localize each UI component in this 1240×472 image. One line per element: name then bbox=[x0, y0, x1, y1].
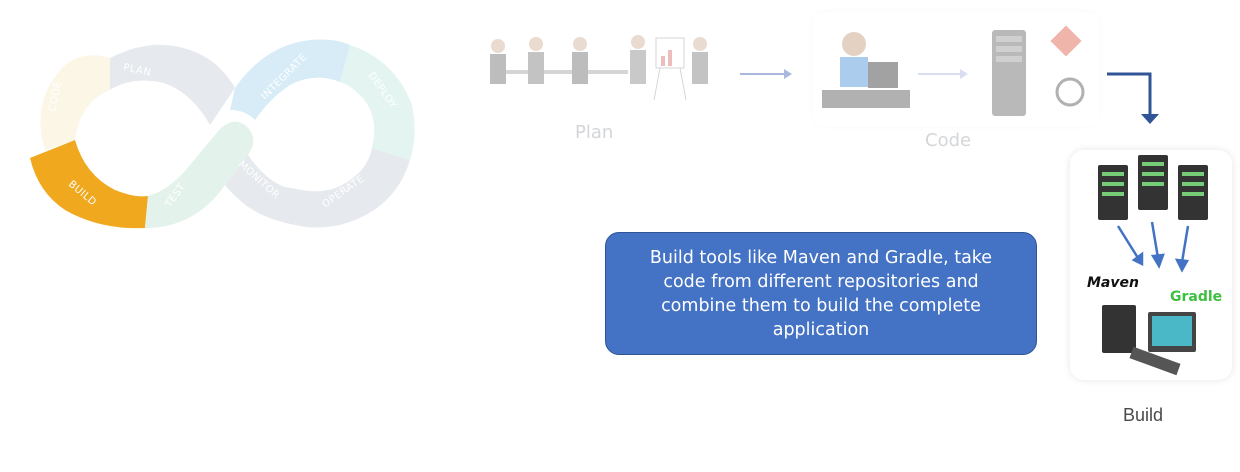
arrow-right-icon bbox=[740, 69, 792, 79]
connector-arrow bbox=[1107, 72, 1159, 124]
loop-segment-code bbox=[40, 55, 110, 150]
loop-segment-deploy bbox=[340, 45, 415, 160]
person-icon bbox=[692, 37, 708, 84]
plan-meeting-illustration bbox=[490, 35, 708, 101]
loop-segment-monitor bbox=[225, 155, 302, 225]
person-icon bbox=[528, 37, 544, 84]
developer-icon bbox=[822, 32, 910, 108]
loop-segment-plan bbox=[110, 44, 235, 125]
callout-box: Build tools like Maven and Gradle, take … bbox=[605, 232, 1037, 355]
git-icon bbox=[1050, 25, 1082, 57]
loop-segment-integrate bbox=[230, 39, 350, 120]
person-icon bbox=[490, 39, 506, 84]
server-icon bbox=[1098, 165, 1128, 220]
person-icon bbox=[572, 37, 588, 84]
server-icon bbox=[1138, 155, 1168, 210]
loop-segment-operate bbox=[295, 148, 410, 228]
flipchart-icon bbox=[653, 37, 687, 101]
devops-infinity-loop: PLAN INTEGRATE DEPLOY OPERATE MONITOR TE… bbox=[30, 39, 415, 229]
stage-label-build: Build bbox=[1123, 405, 1164, 425]
server-icon bbox=[992, 30, 1026, 116]
arrow-right-icon bbox=[918, 69, 968, 79]
build-panel bbox=[1070, 150, 1232, 380]
arrows-to-tools bbox=[1116, 221, 1190, 273]
loop-segment-test bbox=[145, 121, 254, 228]
stage-label-code: Code bbox=[925, 130, 972, 151]
person-icon bbox=[630, 35, 646, 84]
callout-text: Build tools like Maven and Gradle, take … bbox=[649, 247, 993, 340]
stage-label-plan: Plan bbox=[575, 122, 614, 143]
gradle-logo: Gradle bbox=[1170, 289, 1223, 305]
github-icon bbox=[1055, 77, 1085, 107]
code-panel bbox=[812, 12, 1100, 127]
loop-segment-build bbox=[30, 140, 148, 229]
maven-logo: Maven bbox=[1087, 275, 1139, 291]
computer-icon bbox=[1102, 305, 1196, 376]
server-icon bbox=[1178, 165, 1208, 220]
